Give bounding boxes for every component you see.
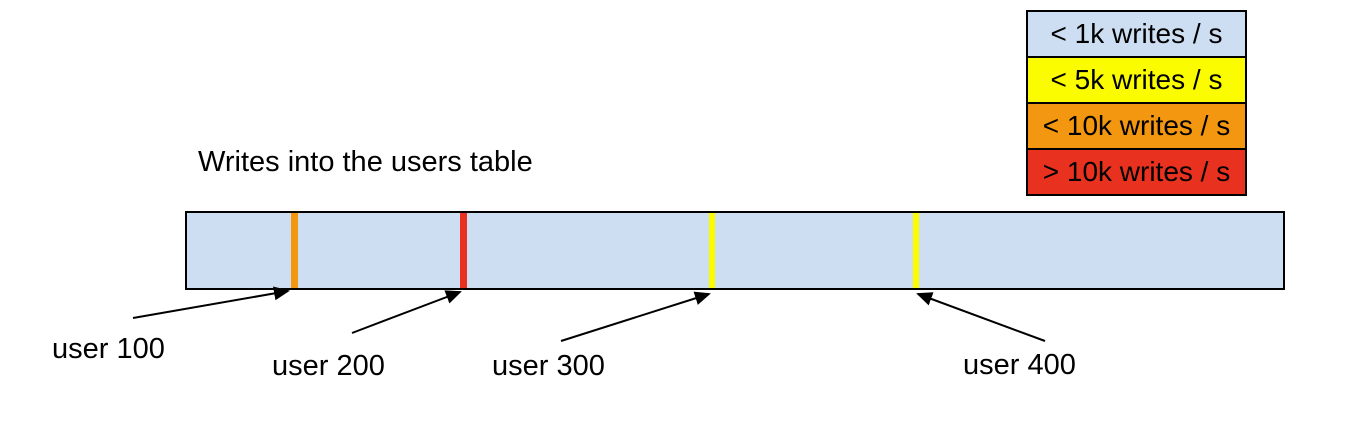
users-table-bar xyxy=(185,211,1285,290)
write-hotspot-user-200 xyxy=(460,213,467,288)
legend-item-lt-5k: < 5k writes / s xyxy=(1028,56,1245,102)
legend: < 1k writes / s < 5k writes / s < 10k wr… xyxy=(1026,10,1247,196)
arrow-user-300 xyxy=(560,291,711,342)
arrow-user-400 xyxy=(916,292,1046,342)
label-user-400: user 400 xyxy=(963,349,1076,381)
legend-item-lt-10k: < 10k writes / s xyxy=(1028,102,1245,148)
arrow-user-200 xyxy=(351,290,462,334)
label-user-200: user 200 xyxy=(272,350,385,382)
legend-item-gt-10k: > 10k writes / s xyxy=(1028,148,1245,194)
write-hotspot-user-400 xyxy=(913,213,919,288)
arrow-user-100 xyxy=(132,286,290,319)
write-hotspot-user-100 xyxy=(291,213,298,288)
label-user-300: user 300 xyxy=(492,350,605,382)
legend-item-lt-1k: < 1k writes / s xyxy=(1028,12,1245,56)
write-hotspot-user-300 xyxy=(709,213,715,288)
label-user-100: user 100 xyxy=(52,333,165,365)
diagram-title: Writes into the users table xyxy=(198,146,533,178)
